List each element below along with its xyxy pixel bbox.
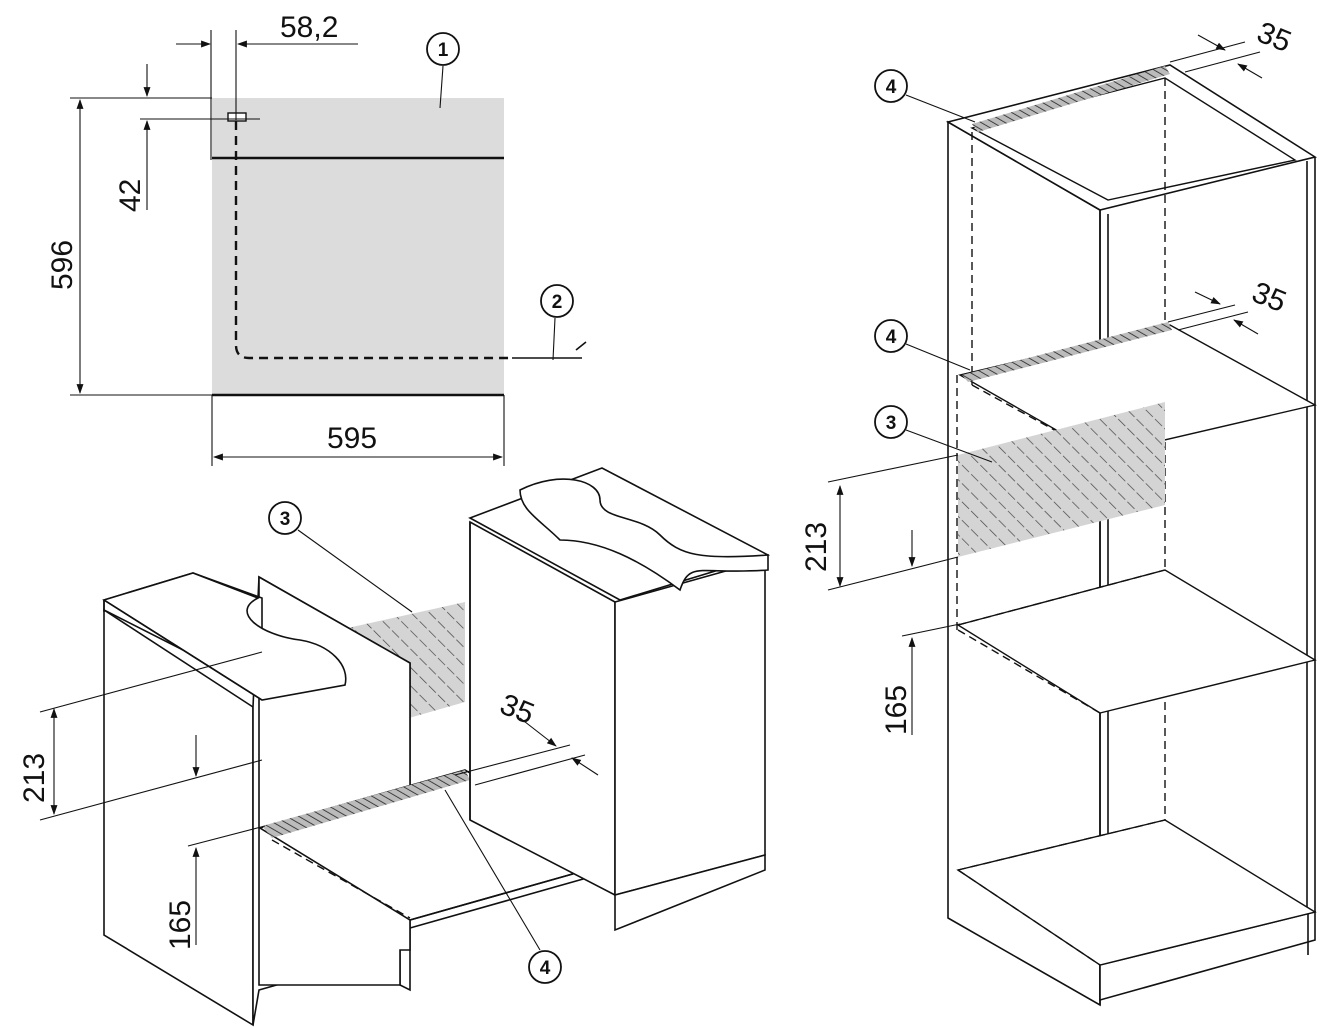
under-floor-dashed-edge	[271, 839, 411, 919]
tall-lower-shelf-dash	[957, 629, 1101, 714]
dim-tall-shelf-depth: 35	[1247, 276, 1290, 319]
dim-tall-vent-ext-top	[827, 454, 959, 483]
dim-under-depth-ext1	[454, 744, 571, 776]
dim-under-depth-arrow2	[571, 757, 599, 776]
tall-cabinet-view: 35 35 213 165 4 4 3	[800, 16, 1318, 1007]
callout-under-3-bubble	[268, 501, 302, 535]
callout-1-bubble	[426, 32, 460, 66]
callout-under-3-leader	[297, 529, 413, 613]
under-floor-vent-strip	[262, 770, 470, 838]
tall-lower-shelf-back-dash	[957, 569, 1166, 626]
dim-tall-vent-height: 213	[800, 522, 833, 572]
callout-under-4-leader	[444, 789, 541, 951]
dim-under-vent-ext-top	[39, 651, 263, 713]
dim-under-floor-height: 165	[164, 900, 197, 950]
callout-tall-vent: 3	[886, 413, 897, 434]
callout-tall-top-leader	[905, 94, 976, 123]
tall-top-vent-strip	[972, 66, 1170, 132]
dim-tall-shelf-ext2	[1177, 311, 1249, 331]
dim-tall-floor-height: 165	[880, 685, 913, 735]
dim-tall-shelf-ext1	[1167, 304, 1236, 323]
tall-vent-zone	[958, 402, 1165, 557]
callout-2-bubble	[540, 284, 574, 318]
under-floor-front-edge-low	[409, 869, 616, 929]
right-worktop-wave	[519, 478, 769, 592]
callout-tall-top-bubble	[874, 69, 908, 103]
under-counter-view: 213 165 35 3 4	[18, 467, 771, 1027]
callout-tall-shelf-bubble	[874, 319, 908, 353]
right-cabinet-plinth	[614, 853, 766, 932]
right-cabinet-front	[614, 558, 766, 897]
callout-tall-shelf-gap: 4	[886, 327, 897, 348]
callout-under-floor-gap: 4	[540, 958, 551, 979]
dim-under-vent-ext-bottom	[39, 759, 263, 821]
dim-tall-top-arrow2	[1237, 63, 1263, 79]
dim-under-depth-arrow1	[519, 717, 557, 747]
callout-1-leader	[439, 65, 444, 109]
tall-bottom-floor-dash	[957, 869, 1101, 966]
left-worktop-front-edge	[103, 599, 263, 701]
callout-2-leader	[552, 317, 556, 361]
dim-front-width: 595	[327, 422, 377, 455]
tall-shelf-vent-strip	[962, 322, 1172, 382]
dim-tall-shelf-arrow2	[1233, 319, 1259, 335]
dim-front-slot-height: 42	[114, 179, 147, 212]
dim-under-floor-ext	[187, 825, 266, 847]
dim-tall-shelf-arrow1	[1194, 291, 1221, 305]
dim-tall-top-ext1	[1169, 41, 1246, 63]
cable-route	[234, 121, 512, 360]
dim-tall-top-arrow1	[1197, 34, 1226, 51]
callout-under-vent: 3	[280, 509, 291, 530]
callout-tall-vent-bubble	[874, 405, 908, 439]
dim-tall-floor-ext	[901, 623, 961, 637]
callout-tall-shelf-leader	[905, 343, 971, 371]
callout-front-appliance: 1	[438, 40, 449, 61]
appliance-front-body	[212, 98, 504, 395]
front-view: 58,2 42 596 595 1 2	[46, 11, 587, 466]
callout-tall-vent-leader	[905, 429, 993, 463]
dim-under-depth-ext2	[474, 754, 586, 786]
callout-front-cable: 2	[552, 292, 563, 313]
dim-tall-top-ext2	[1184, 51, 1261, 73]
connection-slot	[227, 112, 247, 122]
dim-front-offset: 58,2	[280, 11, 338, 44]
callout-tall-top-gap: 4	[886, 77, 897, 98]
tall-bottom-back-dash	[957, 819, 1166, 871]
left-worktop-top	[102, 572, 347, 701]
dim-under-vent-height: 213	[18, 753, 51, 803]
dim-tall-vent-ext-bottom	[827, 556, 959, 591]
cable-exit-tick	[575, 341, 587, 351]
dim-front-total-height: 596	[46, 240, 79, 290]
callout-under-4-bubble	[528, 950, 562, 984]
